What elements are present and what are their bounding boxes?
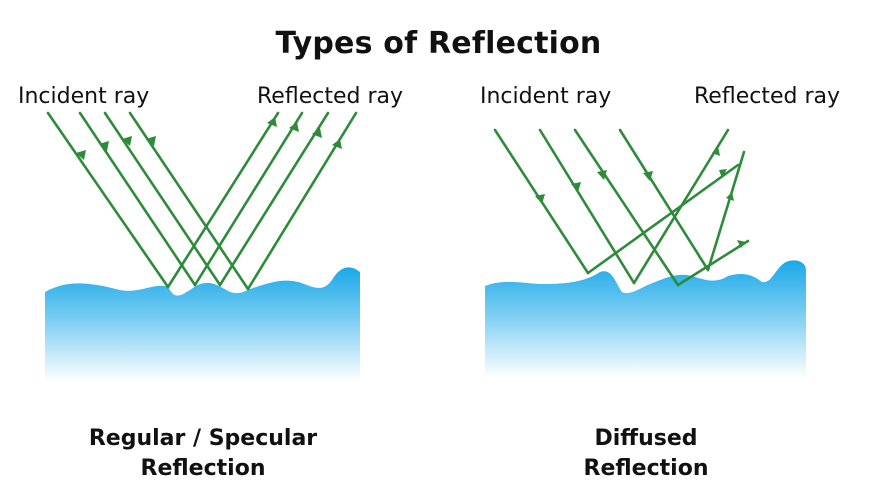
reflected-ray [166, 111, 280, 289]
arrowhead-icon [726, 192, 734, 201]
arrowhead-icon [122, 136, 132, 146]
arrowheads-regular [76, 117, 342, 160]
arrowhead-icon [146, 136, 156, 146]
caption-regular-line1: Regular / Specular [88, 426, 318, 451]
incident-ray [618, 128, 710, 272]
arrowhead-icon [571, 182, 581, 192]
arrowhead-icon [535, 194, 545, 204]
page-title: Types of Reflection [275, 26, 602, 61]
arrowhead-icon [719, 169, 727, 178]
incident-rays-diffused [493, 128, 710, 287]
arrowhead-icon [289, 122, 299, 132]
reflected-ray-label-regular: Reflected ray [257, 84, 403, 109]
arrowhead-icon [643, 171, 653, 181]
arrowhead-icon [737, 240, 746, 248]
reflected-rays-diffused [586, 128, 750, 287]
incident-ray [538, 128, 636, 285]
caption-regular-line2: Reflection [140, 456, 266, 481]
reflected-ray [676, 239, 750, 287]
arrowhead-icon [712, 146, 720, 156]
incident-ray [46, 111, 170, 289]
smooth-surface [45, 267, 360, 382]
caption-diffused-line2: Reflection [583, 456, 709, 481]
arrowhead-icon [312, 128, 322, 138]
incident-ray [103, 111, 222, 287]
reflected-rays-regular [166, 111, 358, 291]
reflected-ray [706, 150, 746, 272]
caption-diffused-line1: Diffused [594, 426, 698, 451]
reflected-ray [632, 128, 730, 285]
incident-ray-label-diffused: Incident ray [480, 84, 612, 109]
incident-ray [78, 111, 197, 287]
caption-regular: Regular / Specular Reflection [43, 424, 363, 484]
arrowhead-icon [99, 141, 109, 151]
incident-ray [573, 128, 680, 287]
caption-diffused: Diffused Reflection [486, 424, 806, 484]
reflected-ray-label-diffused: Reflected ray [694, 84, 840, 109]
reflected-ray [586, 163, 740, 275]
arrowheads-diffused [535, 146, 746, 248]
arrowhead-icon [267, 117, 277, 127]
arrowhead-icon [76, 150, 86, 160]
reflected-ray [193, 111, 304, 287]
incident-rays-regular [46, 111, 250, 291]
arrowhead-icon [332, 139, 342, 149]
incident-ray-label-regular: Incident ray [18, 84, 150, 109]
arrowhead-icon [597, 170, 607, 180]
reflected-ray [218, 111, 330, 287]
rough-surface [485, 260, 806, 378]
incident-ray [128, 111, 250, 291]
